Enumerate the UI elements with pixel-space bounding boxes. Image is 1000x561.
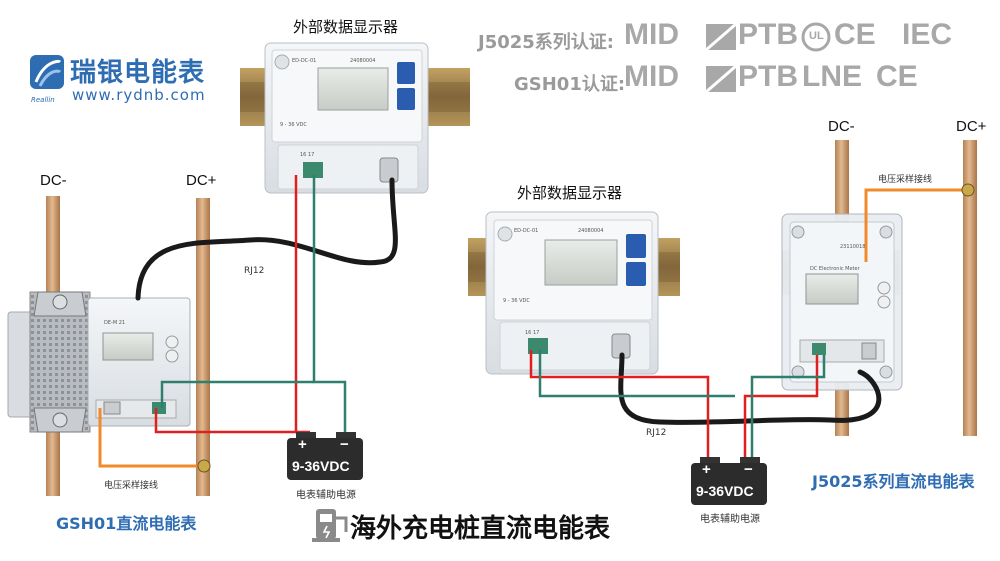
rj12-left-label: RJ12 bbox=[244, 266, 265, 276]
ptb-mark-icon-1 bbox=[705, 22, 737, 52]
left-dc-plus-busbar bbox=[196, 198, 210, 496]
gsh01-meter-body bbox=[7, 291, 191, 433]
j5025-model-text: DC Electronic Meter bbox=[810, 266, 860, 272]
j5025-cert-label: J5025系列认证: bbox=[478, 32, 614, 53]
right-dc-minus-label: DC- bbox=[828, 118, 855, 135]
rj12-right-label: RJ12 bbox=[646, 428, 667, 438]
cert-ptb-1: PTB bbox=[738, 18, 798, 51]
psu-left-voltage: 9-36VDC bbox=[292, 458, 350, 474]
cert-ul: UL bbox=[809, 30, 824, 42]
orange-wire-left bbox=[98, 408, 204, 468]
j5025-serial: 23110018 bbox=[840, 244, 866, 250]
j5025-meter-title: J5025系列直流电能表 bbox=[812, 472, 975, 491]
red-wire-left-display bbox=[294, 175, 310, 434]
psu-right-minus: − bbox=[744, 461, 753, 478]
display-middle-title: 外部数据显示器 bbox=[517, 184, 623, 202]
j5025-meter-body bbox=[781, 213, 903, 391]
right-voltage-sampling-label: 电压采样接线 bbox=[878, 175, 933, 185]
brand-name: 瑞银电能表 bbox=[70, 58, 206, 88]
cert-mid-2: MID bbox=[624, 60, 679, 93]
brand-logo-icon bbox=[30, 55, 64, 89]
psu-left-box bbox=[287, 432, 363, 480]
rj12-cable-left bbox=[135, 177, 398, 301]
display-middle-spec: 9 - 36 VDC bbox=[503, 298, 530, 304]
display-top-title: 外部数据显示器 bbox=[293, 18, 399, 36]
psu-left-caption: 电表辅助电源 bbox=[296, 490, 356, 501]
psu-left-minus: − bbox=[340, 436, 349, 453]
rj12-cable-right bbox=[618, 352, 882, 425]
display-top-terminal: 16 17 bbox=[300, 152, 315, 158]
ptb-mark-icon-2 bbox=[705, 64, 737, 94]
psu-right-box bbox=[691, 457, 767, 505]
psu-left-plus: + bbox=[298, 436, 307, 453]
brand-url[interactable]: www.rydnb.com bbox=[72, 86, 206, 104]
charging-station-icon bbox=[312, 509, 348, 542]
cert-lne: LNE bbox=[802, 60, 862, 93]
display-top-model: ED-DC-01 bbox=[292, 58, 317, 64]
psu-right-voltage: 9-36VDC bbox=[696, 483, 754, 499]
brand-sub: Reallin bbox=[31, 96, 55, 104]
teal-wire-left-meter bbox=[160, 380, 314, 408]
ul-mark-icon bbox=[801, 22, 831, 52]
left-dc-plus-label: DC+ bbox=[186, 172, 217, 189]
screw-left bbox=[197, 459, 211, 473]
screw-right bbox=[961, 183, 975, 197]
cert-iec: IEC bbox=[902, 18, 953, 51]
cert-ptb-2: PTB bbox=[738, 60, 798, 93]
right-dc-plus-busbar bbox=[963, 140, 977, 436]
gsh01-meter-title: GSH01直流电能表 bbox=[56, 514, 197, 533]
red-wire-right-meter bbox=[743, 355, 819, 458]
red-wire-right-display bbox=[529, 350, 710, 458]
psu-right-plus: + bbox=[702, 461, 711, 478]
cert-mid-1: MID bbox=[624, 18, 679, 51]
display-middle-model: ED-DC-01 bbox=[514, 228, 539, 234]
display-middle-serial: 24080004 bbox=[578, 228, 604, 234]
footer-title: 海外充电桩直流电能表 bbox=[350, 514, 611, 544]
left-dc-minus-label: DC- bbox=[40, 172, 67, 189]
cert-ce-2: CE bbox=[876, 60, 918, 93]
gsh01-cert-label: GSH01认证: bbox=[514, 74, 626, 95]
display-middle-terminal: 16 17 bbox=[525, 330, 540, 336]
gsh01-model-text: DE-M 21 bbox=[104, 320, 126, 326]
teal-wire-right-meter bbox=[750, 355, 826, 458]
external-display-top bbox=[264, 42, 429, 194]
psu-right-caption: 电表辅助电源 bbox=[700, 514, 760, 525]
cert-ce-1: CE bbox=[834, 18, 876, 51]
orange-wire-right bbox=[864, 188, 968, 262]
left-voltage-sampling-label: 电压采样接线 bbox=[104, 481, 159, 491]
display-top-spec: 9 - 36 VDC bbox=[280, 122, 307, 128]
display-top-serial: 24080004 bbox=[350, 58, 376, 64]
teal-wire-right-display bbox=[538, 350, 735, 398]
right-dc-plus-label: DC+ bbox=[956, 118, 987, 135]
red-wire-left-meter bbox=[154, 408, 296, 434]
external-display-middle bbox=[485, 211, 659, 375]
teal-wire-left-display bbox=[312, 175, 347, 432]
